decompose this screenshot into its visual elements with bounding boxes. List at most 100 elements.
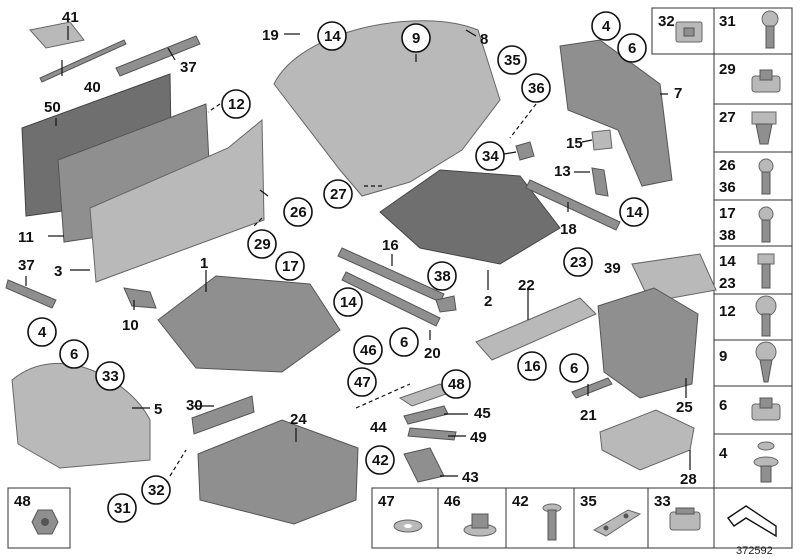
callout-38: 38 — [434, 268, 451, 285]
callout-46: 46 — [360, 342, 377, 359]
callout-23: 23 — [570, 254, 587, 271]
callout-45: 45 — [474, 405, 491, 422]
callout-31: 31 — [114, 500, 131, 517]
callout-41: 41 — [62, 9, 79, 26]
washer-icon — [393, 519, 423, 533]
circled-callouts: 12 26 29 17 27 14 9 35 36 34 4 6 14 14 3… — [27, 11, 649, 523]
grommet-icon — [753, 441, 779, 483]
fastener-label-32: 32 — [658, 13, 675, 30]
callout-33: 33 — [102, 368, 119, 385]
callout-16-lower: 16 — [524, 358, 541, 375]
hex-nut-icon — [31, 509, 59, 535]
ref-arrow-icon — [726, 505, 777, 538]
fastener-column: 32 31 29 27 26 36 17 38 14 23 12 9 6 4 — [651, 7, 793, 489]
callout-19: 19 — [262, 27, 279, 44]
parts — [5, 20, 717, 525]
callout-15: 15 — [566, 135, 583, 152]
callout-26: 26 — [290, 204, 307, 221]
callout-18: 18 — [560, 221, 577, 238]
callout-29: 29 — [254, 236, 271, 253]
fastener-label-14: 14 — [719, 253, 736, 270]
callout-37-lower: 37 — [18, 257, 35, 274]
callout-28: 28 — [680, 471, 697, 488]
flange-nut-icon — [463, 513, 497, 537]
callout-40: 40 — [84, 79, 101, 96]
callout-8: 8 — [480, 31, 488, 48]
document-number: 372592 — [736, 545, 773, 557]
callout-5: 5 — [154, 401, 162, 418]
speed-nut-icon — [675, 21, 703, 43]
bottom-fastener-row: 48 47 46 42 35 33 372592 — [7, 487, 793, 557]
hinge-clip-icon — [669, 507, 701, 531]
callout-3: 3 — [54, 263, 62, 280]
fastener-label-23: 23 — [719, 275, 736, 292]
fastener-label-36: 36 — [719, 179, 736, 196]
callout-37: 37 — [180, 59, 197, 76]
screw-icon — [758, 158, 774, 195]
push-rivet-icon — [755, 341, 777, 383]
fastener-label-12: 12 — [719, 303, 736, 320]
bottom-label-48: 48 — [14, 493, 31, 510]
callout-17: 17 — [282, 258, 299, 275]
expanding-clip-icon — [751, 111, 777, 145]
callout-4-left: 4 — [38, 324, 47, 341]
bottom-label-35: 35 — [580, 493, 597, 510]
leader-lines — [25, 26, 691, 477]
callout-25: 25 — [676, 399, 693, 416]
fastener-label-4: 4 — [719, 445, 728, 462]
callout-2: 2 — [484, 293, 492, 310]
callout-13: 13 — [554, 163, 571, 180]
fastener-label-17: 17 — [719, 205, 736, 222]
callout-1: 1 — [200, 255, 208, 272]
callout-6-left: 6 — [70, 346, 78, 363]
callout-47: 47 — [354, 374, 371, 391]
clip-nut-icon — [751, 69, 781, 93]
bolt-icon — [542, 503, 562, 541]
clip-nut-icon — [751, 397, 781, 421]
callout-43: 43 — [462, 469, 479, 486]
callout-42: 42 — [372, 452, 389, 469]
callout-12: 12 — [228, 96, 245, 113]
callout-44: 44 — [370, 419, 387, 436]
callout-6-right: 6 — [570, 360, 578, 377]
callout-50: 50 — [44, 99, 61, 116]
callout-32: 32 — [148, 482, 165, 499]
callout-14-top: 14 — [324, 28, 341, 45]
fastener-label-6: 6 — [719, 397, 727, 414]
fastener-label-27: 27 — [719, 109, 736, 126]
callout-7: 7 — [674, 85, 682, 102]
callout-10: 10 — [122, 317, 139, 334]
callout-36: 36 — [528, 80, 545, 97]
callout-48: 48 — [448, 376, 465, 393]
screw-icon — [755, 295, 777, 337]
callouts: 41 40 37 50 11 3 37 10 1 19 8 7 15 13 18… — [18, 9, 697, 488]
callout-30: 30 — [186, 397, 203, 414]
callout-9: 9 — [412, 30, 420, 47]
callout-34: 34 — [482, 148, 499, 165]
bottom-label-33: 33 — [654, 493, 671, 510]
callout-16: 16 — [382, 237, 399, 254]
bracket-plate-icon — [592, 509, 642, 537]
callout-27: 27 — [330, 186, 347, 203]
fastener-label-9: 9 — [719, 348, 727, 365]
callout-6-mid: 6 — [400, 334, 408, 351]
bottom-label-47: 47 — [378, 493, 395, 510]
fastener-label-31: 31 — [719, 13, 736, 30]
callout-24: 24 — [290, 411, 307, 428]
screw-icon — [758, 206, 774, 243]
callout-49: 49 — [470, 429, 487, 446]
fastener-label-29: 29 — [719, 61, 736, 78]
callout-14-mid: 14 — [340, 294, 357, 311]
callout-20: 20 — [424, 345, 441, 362]
fastener-label-26: 26 — [719, 157, 736, 174]
bottom-label-46: 46 — [444, 493, 461, 510]
callout-22: 22 — [518, 277, 535, 294]
bottom-label-42: 42 — [512, 493, 529, 510]
callout-4-top: 4 — [602, 18, 611, 35]
screw-icon — [757, 253, 775, 289]
fastener-label-38: 38 — [719, 227, 736, 244]
callout-11: 11 — [18, 229, 34, 246]
callout-6-top: 6 — [628, 40, 636, 57]
screw-icon — [761, 10, 779, 49]
